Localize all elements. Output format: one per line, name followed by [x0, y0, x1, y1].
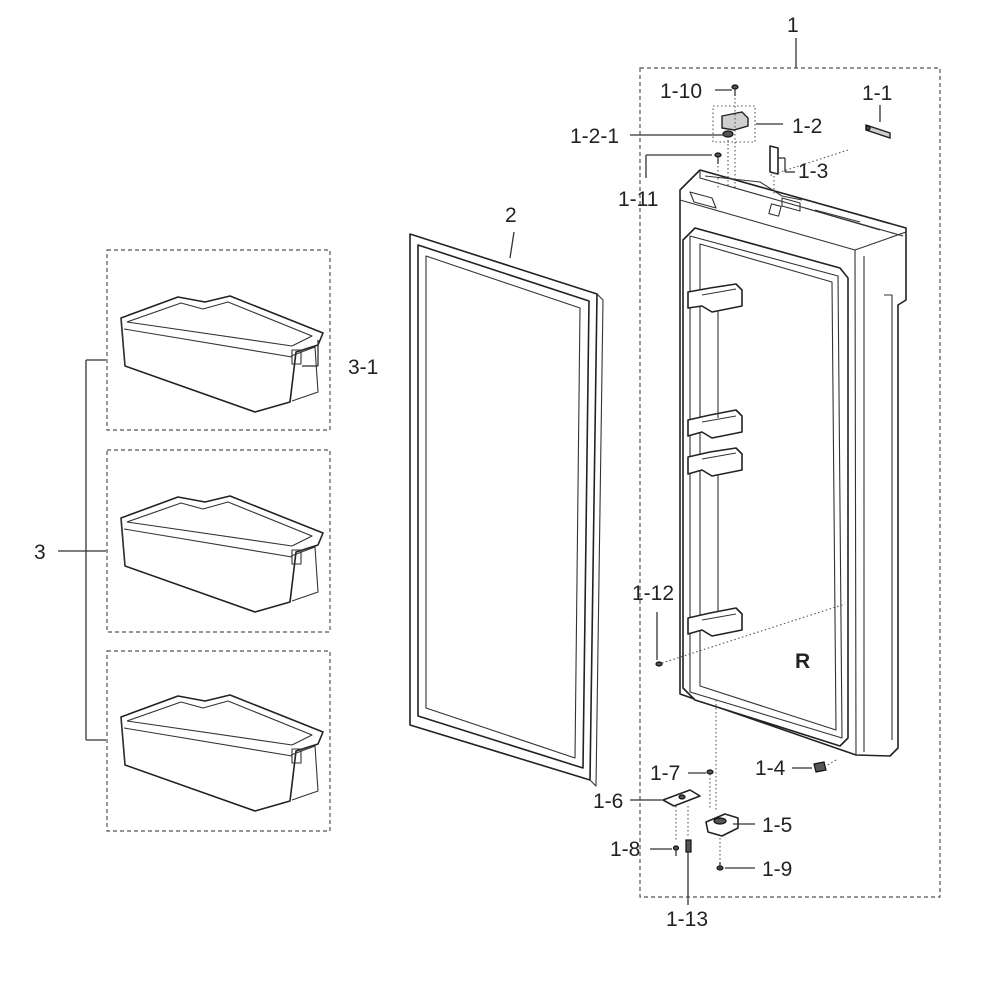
- door-gasket: [409, 231, 604, 787]
- part-labels: 1 1-1 1-2 1-2-1 1-3 1-4 1-5 1-6 1-7 1-8 …: [34, 14, 892, 931]
- shelf-support: [687, 409, 743, 439]
- label-1-5: 1-5: [762, 814, 792, 837]
- door-bin: [120, 694, 324, 812]
- label-1-1: 1-1: [862, 82, 892, 105]
- label-3-1: 3-1: [348, 356, 378, 379]
- label-1-3: 1-3: [798, 160, 828, 183]
- bin-group: [58, 249, 331, 832]
- screw: [716, 862, 724, 871]
- label-1-11: 1-11: [618, 188, 658, 211]
- bottom-hinge: [705, 813, 739, 837]
- shelf-support: [687, 607, 743, 637]
- label-3: 3: [34, 541, 46, 564]
- label-1-6: 1-6: [593, 790, 623, 813]
- leader-lines: [630, 89, 881, 905]
- label-1-2-1: 1-2-1: [570, 125, 619, 148]
- screw: [672, 845, 680, 856]
- shelf-support: [687, 447, 743, 477]
- label-1-9: 1-9: [762, 858, 792, 881]
- screw: [706, 769, 714, 775]
- bin-box-1: [106, 249, 331, 431]
- shelf-support: [687, 283, 743, 313]
- label-1-10: 1-10: [660, 80, 702, 103]
- door-side-mark: R: [795, 650, 810, 673]
- door-bin: [120, 295, 324, 413]
- door-stopper: [813, 761, 827, 773]
- label-2: 2: [505, 204, 517, 227]
- label-1: 1: [787, 14, 799, 37]
- label-1-2: 1-2: [792, 115, 822, 138]
- top-hinge: [712, 105, 756, 143]
- hinge-screw: [731, 84, 739, 96]
- screw: [655, 661, 663, 667]
- screw: [714, 152, 722, 164]
- bin-box-3: [106, 650, 331, 832]
- hinge-cover: [865, 124, 891, 139]
- hinge-bracket: [662, 789, 701, 807]
- label-1-12: 1-12: [632, 582, 674, 605]
- pin: [685, 839, 692, 853]
- label-1-7: 1-7: [650, 762, 680, 785]
- label-1-4: 1-4: [755, 757, 786, 780]
- label-1-13: 1-13: [666, 908, 708, 931]
- door-assembly: R: [639, 38, 941, 898]
- door-bin: [120, 495, 324, 613]
- label-1-8: 1-8: [610, 838, 640, 861]
- cap-insert: [769, 145, 779, 175]
